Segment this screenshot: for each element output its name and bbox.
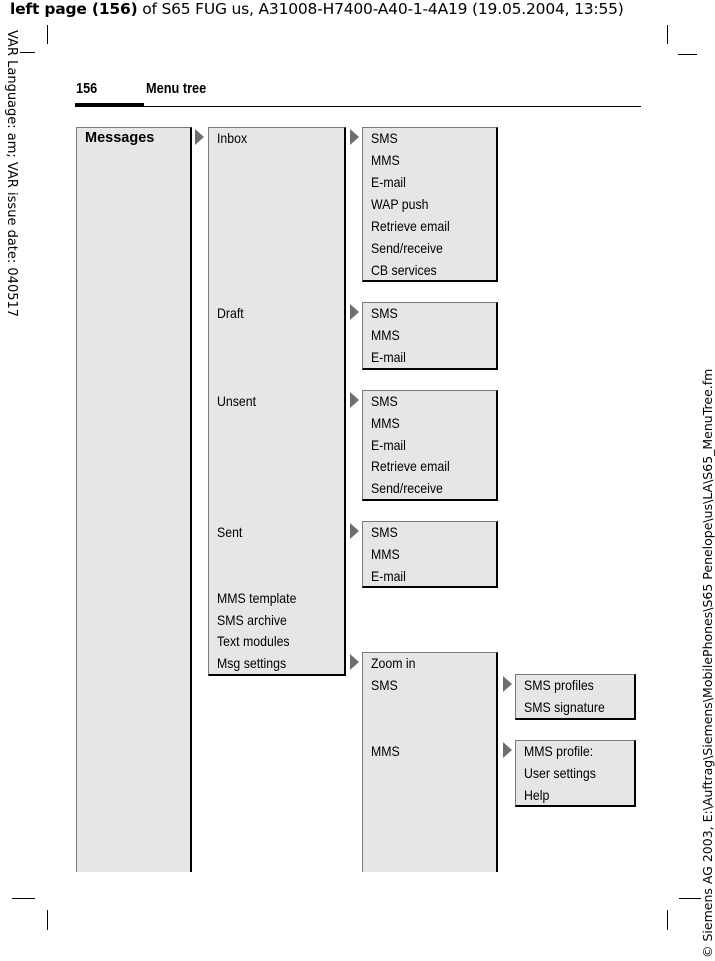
menu-item-unsent-send-receive[interactable]: Send/receive [371,480,443,496]
submenu-arrow-icon [350,523,359,539]
submenu-arrow-icon [350,392,359,408]
menu-item-inbox-send-receive[interactable]: Send/receive [371,240,443,256]
submenu-arrow-icon [503,742,512,758]
submenu-arrow-icon [350,304,359,320]
menu-item-draft-email[interactable]: E-mail [371,349,406,365]
menu-item-unsent[interactable]: Unsent [217,393,257,409]
menu-item-sent[interactable]: Sent [217,524,243,540]
menu-item-settings-mms[interactable]: MMS [371,743,400,759]
submenu-arrow-icon [503,676,512,692]
menu-item-draft[interactable]: Draft [217,305,244,321]
slug-page-label: left page (156) [10,0,138,18]
menu-item-user-settings[interactable]: User settings [524,765,596,781]
menu-item-inbox-sms[interactable]: SMS [371,130,398,146]
inbox-submenu-box: SMS MMS E-mail WAP push Retrieve email S… [362,127,498,282]
side-text-language: VAR Language: am; VAR issue date: 040517 [4,30,19,318]
menu-item-sent-mms[interactable]: MMS [371,546,400,562]
menu-item-zoom-in[interactable]: Zoom in [371,655,416,671]
menu-item-messages[interactable]: Messages [85,130,155,146]
crop-mark [678,54,697,55]
mms-settings-submenu-box: MMS profile: User settings Help [515,740,636,807]
menu-item-sms-archive[interactable]: SMS archive [217,612,287,628]
unsent-submenu-box: SMS MMS E-mail Retrieve email Send/recei… [362,390,498,501]
menu-item-mms-template[interactable]: MMS template [217,590,297,606]
header-rule-accent [75,103,144,107]
menu-item-inbox-cb-services[interactable]: CB services [371,262,437,278]
draft-submenu-box: SMS MMS E-mail [362,302,498,370]
crop-mark [679,898,701,899]
submenu-arrow-icon [195,129,204,145]
menu-item-draft-mms[interactable]: MMS [371,327,400,343]
menu-item-unsent-mms[interactable]: MMS [371,415,400,431]
crop-mark [667,25,668,44]
menu-item-inbox-retrieve-email[interactable]: Retrieve email [371,218,450,234]
menu-item-draft-sms[interactable]: SMS [371,305,398,321]
crop-mark [47,910,48,930]
crop-mark [667,910,668,930]
menu-item-sent-sms[interactable]: SMS [371,524,398,540]
menu-item-inbox[interactable]: Inbox [217,130,248,146]
menu-item-settings-sms[interactable]: SMS [371,677,398,693]
sms-settings-submenu-box: SMS profiles SMS signature [515,674,636,720]
menu-item-help[interactable]: Help [524,787,550,803]
menu-item-sms-profiles[interactable]: SMS profiles [524,677,594,693]
menu-item-sms-signature[interactable]: SMS signature [524,699,605,715]
menu-item-inbox-wap-push[interactable]: WAP push [371,196,429,212]
submenu-arrow-icon [350,654,359,670]
msg-settings-submenu-box: Zoom in SMS MMS [362,652,498,872]
menu-item-msg-settings[interactable]: Msg settings [217,655,287,671]
menu-item-text-modules[interactable]: Text modules [217,633,290,649]
menu-item-inbox-email[interactable]: E-mail [371,174,406,190]
header-rule [75,106,641,107]
sent-submenu-box: SMS MMS E-mail [362,521,498,588]
menu-item-unsent-retrieve-email[interactable]: Retrieve email [371,458,450,474]
crop-mark [47,25,48,44]
menu-level2-box: Inbox Draft Unsent Sent MMS template SMS… [208,127,346,676]
crop-mark [20,52,35,53]
document-slug: left page (156) of S65 FUG us, A31008-H7… [10,0,624,18]
side-text-copyright: © Siemens AG 2003, E:\Auftrag\Siemens\Mo… [700,368,715,958]
page-number: 156 [76,80,98,97]
slug-details: of S65 FUG us, A31008-H7400-A40-1-4A19 (… [137,0,624,18]
crop-mark [12,898,35,899]
menu-item-inbox-mms[interactable]: MMS [371,152,400,168]
menu-level1-box: Messages [76,127,192,872]
menu-item-unsent-sms[interactable]: SMS [371,393,398,409]
page-title: Menu tree [146,80,207,97]
menu-item-sent-email[interactable]: E-mail [371,568,406,584]
menu-item-unsent-email[interactable]: E-mail [371,437,406,453]
submenu-arrow-icon [350,129,359,145]
menu-item-mms-profile[interactable]: MMS profile: [524,743,594,759]
